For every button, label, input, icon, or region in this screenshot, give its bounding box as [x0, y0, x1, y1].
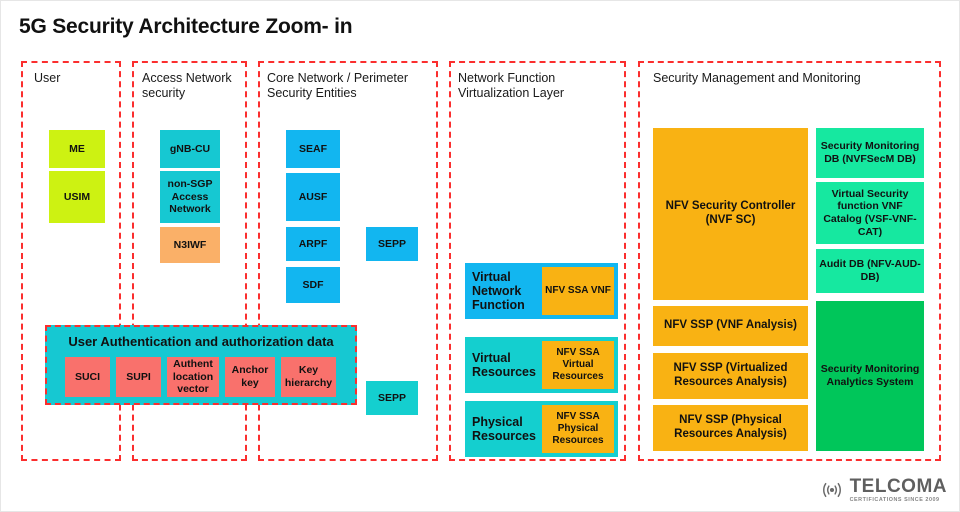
- column-title-user: User: [34, 71, 61, 85]
- logo-name: TELCOMA: [849, 475, 947, 497]
- column-title-security-management: Security Management and Monitoring: [653, 71, 861, 85]
- nfv-row-sub-nfv-ssa-virtual-resources[interactable]: NFV SSA Virtual Resources: [542, 341, 614, 389]
- nfv-row-sub-nfv-ssa-vnf[interactable]: NFV SSA VNF: [542, 267, 614, 315]
- node-virtual-security-function-vnf-catalog[interactable]: Virtual Security function VNF Catalog (V…: [816, 182, 924, 244]
- nfv-row-virtual-resources[interactable]: Virtual Resources NFV SSA Virtual Resour…: [465, 337, 618, 393]
- column-title-nfv-layer: Network Function Virtualization Layer: [458, 71, 565, 101]
- node-nfv-ssp-physical-resources-analysis[interactable]: NFV SSP (Physical Resources Analysis): [653, 405, 808, 451]
- nfv-row-label: Physical Resources: [472, 415, 536, 443]
- nfv-row-virtual-network-function[interactable]: Virtual Network Function NFV SSA VNF: [465, 263, 618, 319]
- column-frame-access-network: [132, 61, 247, 461]
- column-frame-user: [21, 61, 121, 461]
- node-usim[interactable]: USIM: [49, 171, 105, 223]
- nfv-row-label: Virtual Resources: [472, 351, 536, 379]
- auth-item-suci[interactable]: SUCI: [65, 357, 110, 397]
- node-sdf[interactable]: SDF: [286, 267, 340, 303]
- node-nfv-ssp-virtualized-resources-analysis[interactable]: NFV SSP (Virtualized Resources Analysis): [653, 353, 808, 399]
- nfv-row-physical-resources[interactable]: Physical Resources NFV SSA Physical Reso…: [465, 401, 618, 457]
- column-title-access-network: Access Network security: [142, 71, 232, 101]
- column-frame-nfv-layer: [449, 61, 626, 461]
- logo-tagline: CERTIFICATIONS SINCE 2009: [849, 496, 940, 503]
- node-nfv-ssp-vnf-analysis[interactable]: NFV SSP (VNF Analysis): [653, 306, 808, 346]
- wireless-signal-icon: [822, 482, 841, 497]
- nfv-row-sub-nfv-ssa-physical-resources[interactable]: NFV SSA Physical Resources: [542, 405, 614, 453]
- node-ausf[interactable]: AUSF: [286, 173, 340, 221]
- node-n3iwf[interactable]: N3IWF: [160, 227, 220, 263]
- column-frame-core-network: [258, 61, 438, 461]
- node-security-monitoring-db[interactable]: Security Monitoring DB (NVFSecM DB): [816, 128, 924, 178]
- telcoma-logo: TELCOMA CERTIFICATIONS SINCE 2009: [818, 477, 947, 503]
- node-gnb-cu[interactable]: gNB-CU: [160, 130, 220, 168]
- node-sepp-lower[interactable]: SEPP: [366, 381, 418, 415]
- auth-item-supi[interactable]: SUPI: [116, 357, 161, 397]
- node-nfv-security-controller[interactable]: NFV Security Controller (NVF SC): [653, 128, 808, 300]
- node-non-sgp-access-network[interactable]: non-SGP Access Network: [160, 171, 220, 223]
- column-title-core-network: Core Network / Perimeter Security Entiti…: [267, 71, 409, 101]
- nfv-row-label: Virtual Network Function: [472, 270, 525, 312]
- node-audit-db[interactable]: Audit DB (NFV-AUD-DB): [816, 249, 924, 293]
- auth-item-authent-location-vector[interactable]: Authent location vector: [167, 357, 219, 397]
- node-security-monitoring-analytics-system[interactable]: Security Monitoring Analytics System: [816, 301, 924, 451]
- auth-item-key-hierarchy[interactable]: Key hierarchy: [281, 357, 336, 397]
- node-sepp-upper[interactable]: SEPP: [366, 227, 418, 261]
- node-arpf[interactable]: ARPF: [286, 227, 340, 261]
- page-title: 5G Security Architecture Zoom- in: [19, 15, 353, 38]
- node-me[interactable]: ME: [49, 130, 105, 168]
- node-seaf[interactable]: SEAF: [286, 130, 340, 168]
- auth-item-anchor-key[interactable]: Anchor key: [225, 357, 275, 397]
- column-frame-security-management: [638, 61, 941, 461]
- logo-text: TELCOMA CERTIFICATIONS SINCE 2009: [850, 477, 947, 503]
- user-authentication-panel-title: User Authentication and authorization da…: [68, 334, 334, 349]
